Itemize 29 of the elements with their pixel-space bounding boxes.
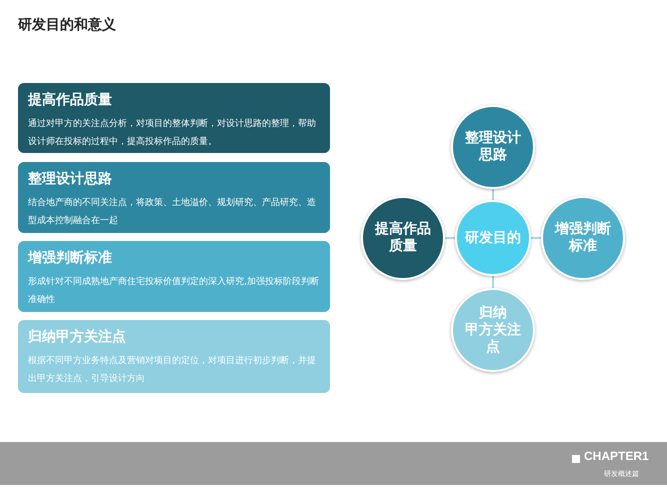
card-heading: 增强判断标准 — [28, 249, 112, 267]
circle-node — [451, 105, 535, 189]
card-body-text: 形成针对不同成熟地产商住宅投标价值判定的深入研究,加强投标阶段判断准确性 — [28, 276, 320, 307]
card-body-text: 结合地产商的不同关注点，将政策、土地溢价、规划研究、产品研究、造型成本控制融合在一起 — [28, 196, 317, 228]
circle-node — [451, 288, 535, 372]
circle-node — [455, 200, 531, 276]
text-card — [18, 320, 330, 393]
connector-line — [492, 276, 494, 288]
card-heading: 提高作品质量 — [28, 91, 112, 109]
text-card — [18, 241, 330, 312]
circle-label: 研发目的 — [465, 230, 521, 246]
circle-node — [541, 196, 625, 280]
circle-label: 提高作品质量 — [374, 221, 432, 255]
text-card — [18, 162, 330, 233]
circle-label: 归纳 — [479, 304, 507, 322]
card-heading: 整理设计思路 — [28, 170, 112, 188]
circle-label: 增强判断标准 — [554, 221, 612, 255]
card-body-text: 根据不同甲方业务特点及营销对项目的定位，对项目进行初步判断，并提出甲方关注点，引导设计方向 — [28, 354, 317, 386]
card-body-text: 通过对甲方的关注点分析，对项目的整体判断，对设计思路的整理，帮助设计师在投标的过程中，提高投标作品的质量。 — [28, 118, 317, 149]
connector-line — [492, 189, 494, 200]
connector-line — [445, 237, 455, 239]
text-card — [18, 83, 330, 153]
chapter-label: CHAPTER1 — [584, 449, 649, 463]
circle-label: 甲方关注点 — [464, 322, 522, 356]
card-heading: 归纳甲方关注点 — [28, 328, 126, 346]
circle-label: 整理设计思路 — [464, 130, 522, 164]
connector-line — [531, 237, 541, 239]
slide-title: 研发目的和意义 — [18, 16, 116, 34]
circle-node — [361, 196, 445, 280]
